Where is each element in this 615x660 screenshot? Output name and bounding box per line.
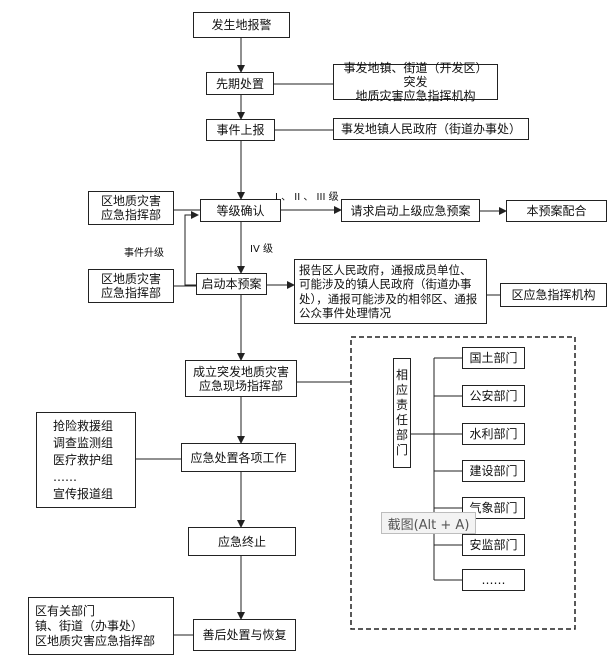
district-command-box: 区应急指挥机构 (500, 283, 607, 307)
town-government-box: 事发地镇人民政府（街道办事处） (333, 118, 529, 140)
onsite-hq-box: 成立突发地质灾害 应急现场指挥部 (185, 360, 297, 397)
emergency-tasks-box: 应急处置各项工作 (181, 443, 296, 472)
department-more: …… (462, 569, 525, 591)
aftermath-box: 善后处置与恢复 (193, 619, 296, 651)
department-land: 国土部门 (462, 347, 525, 369)
incident-report-box: 事件上报 (206, 119, 275, 141)
task-teams-box: 抢险救援组 调查监测组 医疗救护组 …… 宣传报道组 (36, 412, 136, 508)
department-police: 公安部门 (462, 385, 525, 407)
aftermath-parties-box: 区有关部门 镇、街道（办事处） 区地质灾害应急指挥部 (28, 597, 174, 655)
start-plan-box: 启动本预案 (196, 273, 267, 295)
emergency-end-box: 应急终止 (188, 527, 296, 556)
request-upper-plan-box: 请求启动上级应急预案 (341, 199, 480, 222)
district-hq-box-2: 区地质灾害 应急指挥部 (88, 269, 174, 303)
department-safety: 安监部门 (462, 534, 525, 556)
department-weather: 气象部门 (462, 497, 525, 519)
district-hq-box-1: 区地质灾害 应急指挥部 (88, 191, 174, 225)
initial-response-box: 先期处置 (206, 72, 274, 95)
department-construction: 建设部门 (462, 460, 525, 482)
level-iv-label: IV 级 (250, 244, 273, 255)
responsible-departments-title: 相应责任部门 (393, 358, 411, 468)
plan-cooperation-box: 本预案配合 (506, 200, 607, 222)
responsible-title-text: 相应责任部门 (396, 368, 409, 457)
initial-response-agency-box: 事发地镇、街道（开发区）突发 地质灾害应急指挥机构 (333, 61, 498, 103)
grade-confirmation-box: 等级确认 (200, 199, 281, 222)
notification-box: 报告区人民政府，通报成员单位、可能涉及的镇人民政府（街道办事处），通报可能涉及的… (294, 259, 487, 324)
screenshot-tooltip: 截图(Alt + A) (381, 512, 476, 534)
upgrade-label: 事件升级 (124, 248, 164, 259)
department-water: 水利部门 (462, 423, 525, 445)
levels-upper-label: I 、 II 、 III 级 (275, 192, 339, 203)
alarm-box: 发生地报警 (193, 12, 290, 38)
